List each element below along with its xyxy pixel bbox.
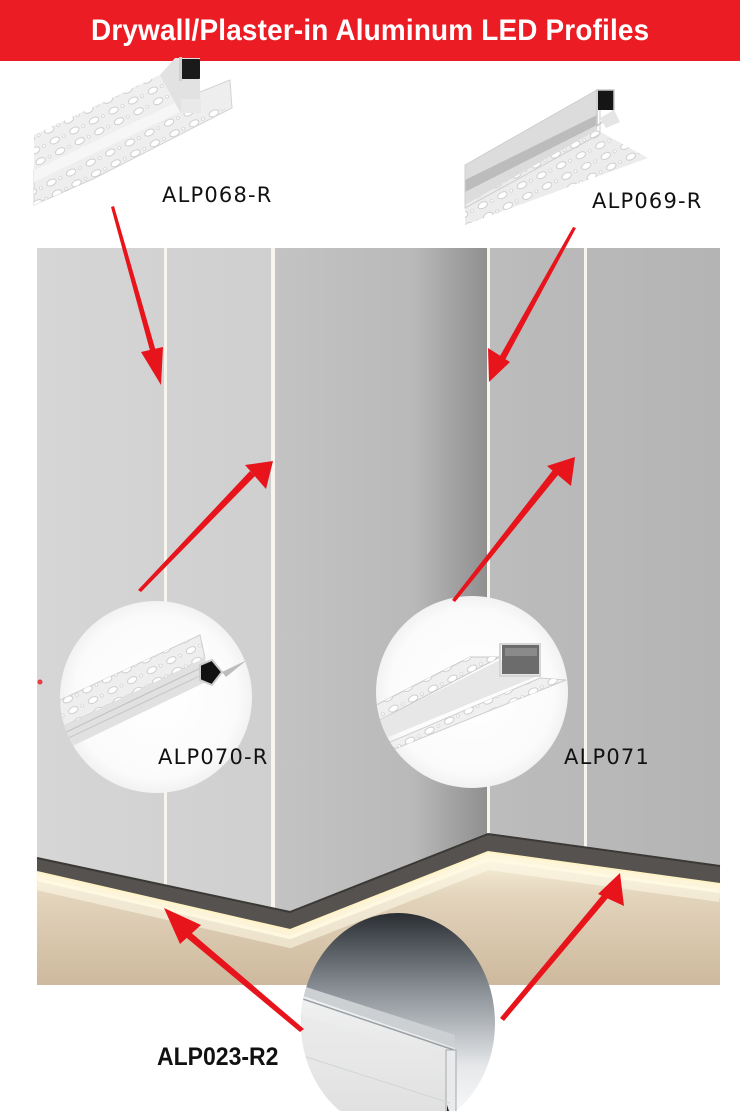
arrow-alp023r2-right: [500, 888, 613, 1021]
product-circle-alp070r[interactable]: [60, 601, 252, 793]
label-alp068r: ALP068-R: [162, 183, 273, 207]
edge-marker: [37, 679, 43, 685]
label-alp069r: ALP069-R: [592, 189, 703, 213]
product-oval-alp023r2[interactable]: [300, 913, 495, 1111]
title-banner: Drywall/Plaster-in Aluminum LED Profiles: [0, 0, 740, 61]
label-alp071: ALP071: [564, 745, 651, 769]
center-wall: [275, 248, 488, 915]
led-seam: [487, 248, 490, 840]
arrow-alp071: [452, 470, 558, 602]
right-wall: [488, 248, 720, 868]
led-seam: [164, 248, 167, 888]
product-circle-alp071[interactable]: [376, 596, 568, 788]
arrow-alp069r: [500, 227, 576, 360]
arrow-alp068r: [111, 206, 157, 358]
label-alp023r2: ALP023-R2: [157, 1043, 279, 1071]
arrow-alp070r: [138, 471, 255, 592]
led-seam: [271, 248, 275, 914]
product-image-alp068r[interactable]: [33, 57, 233, 206]
arrows: [111, 206, 624, 1032]
led-seam: [584, 248, 587, 853]
page-title: Drywall/Plaster-in Aluminum LED Profiles: [90, 13, 650, 47]
arrow-alp023r2-left: [176, 924, 304, 1032]
left-wall: [37, 248, 275, 915]
skirting-board: [37, 834, 720, 930]
label-alp070r: ALP070-R: [158, 745, 269, 769]
product-image-alp069r[interactable]: [464, 89, 648, 225]
